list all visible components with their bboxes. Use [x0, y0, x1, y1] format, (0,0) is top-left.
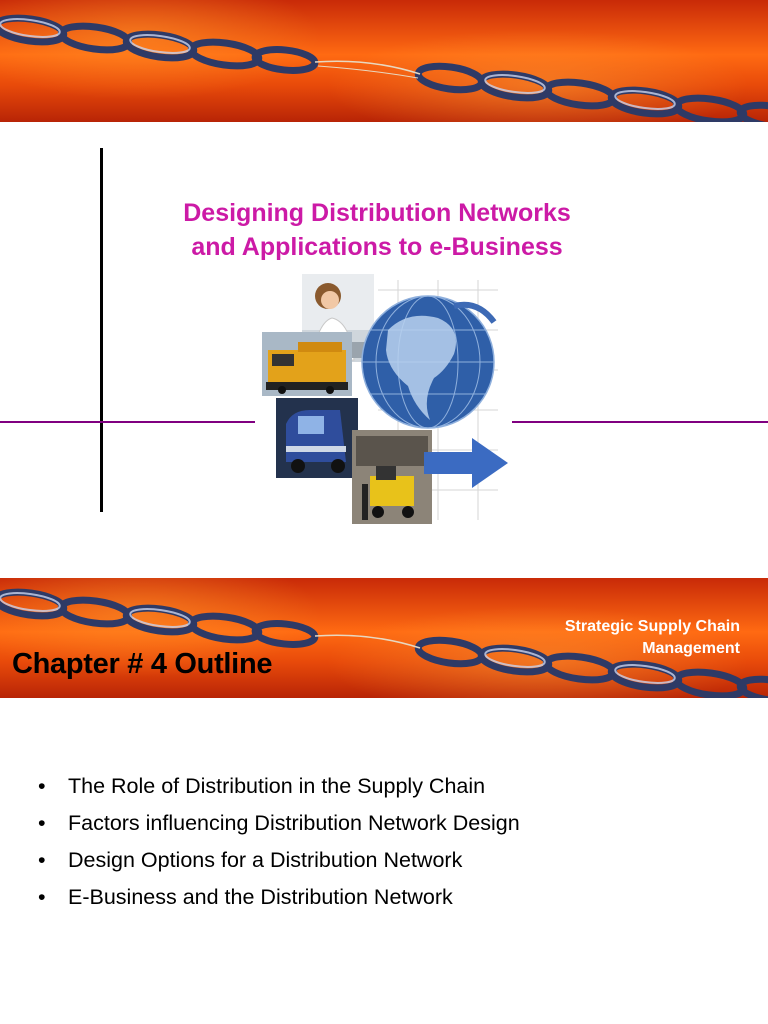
course-name: Strategic Supply Chain Management: [500, 616, 740, 660]
outline-item-text: Design Options for a Distribution Networ…: [68, 848, 463, 872]
course-name-line: Management: [642, 640, 740, 657]
outline-item: • E-Business and the Distribution Network: [38, 879, 738, 916]
bullet-icon: •: [38, 848, 46, 872]
bullet-icon: •: [38, 774, 46, 798]
bullet-icon: •: [38, 811, 46, 835]
outline-item-text: E-Business and the Distribution Network: [68, 885, 453, 909]
arrow-right-icon: [424, 438, 508, 488]
forklift-warehouse-photo: [352, 430, 432, 524]
globe-icon: [361, 295, 497, 429]
logistics-collage: [258, 270, 510, 528]
horizontal-rule-right: [512, 421, 768, 423]
outline-item: • Design Options for a Distribution Netwo…: [38, 842, 738, 879]
slide-title-line: Designing Distribution Networks: [183, 199, 571, 227]
vertical-rule: [100, 148, 103, 512]
chain-banner-top: [0, 0, 768, 122]
outline-item: • The Role of Distribution in the Supply …: [38, 768, 738, 805]
chain-icon: [0, 14, 768, 122]
bullet-icon: •: [38, 885, 46, 909]
outline-list: • The Role of Distribution in the Supply …: [38, 768, 738, 916]
train-locomotive-photo: [262, 332, 352, 396]
chain-icon: [0, 588, 768, 698]
outline-item: • Factors influencing Distribution Networ…: [38, 805, 738, 842]
truck-photo: [276, 398, 358, 478]
slide-title: Designing Distribution Networks and Appl…: [120, 196, 634, 264]
outline-item-text: Factors influencing Distribution Network…: [68, 811, 520, 835]
chapter-title: Chapter # 4 Outline: [12, 648, 273, 680]
chain-banner-bottom: [0, 578, 768, 698]
course-name-line: Strategic Supply Chain: [564, 618, 740, 635]
slide-title-line: and Applications to e-Business: [191, 233, 563, 261]
horizontal-rule-left: [0, 421, 255, 423]
outline-item-text: The Role of Distribution in the Supply C…: [68, 774, 486, 798]
